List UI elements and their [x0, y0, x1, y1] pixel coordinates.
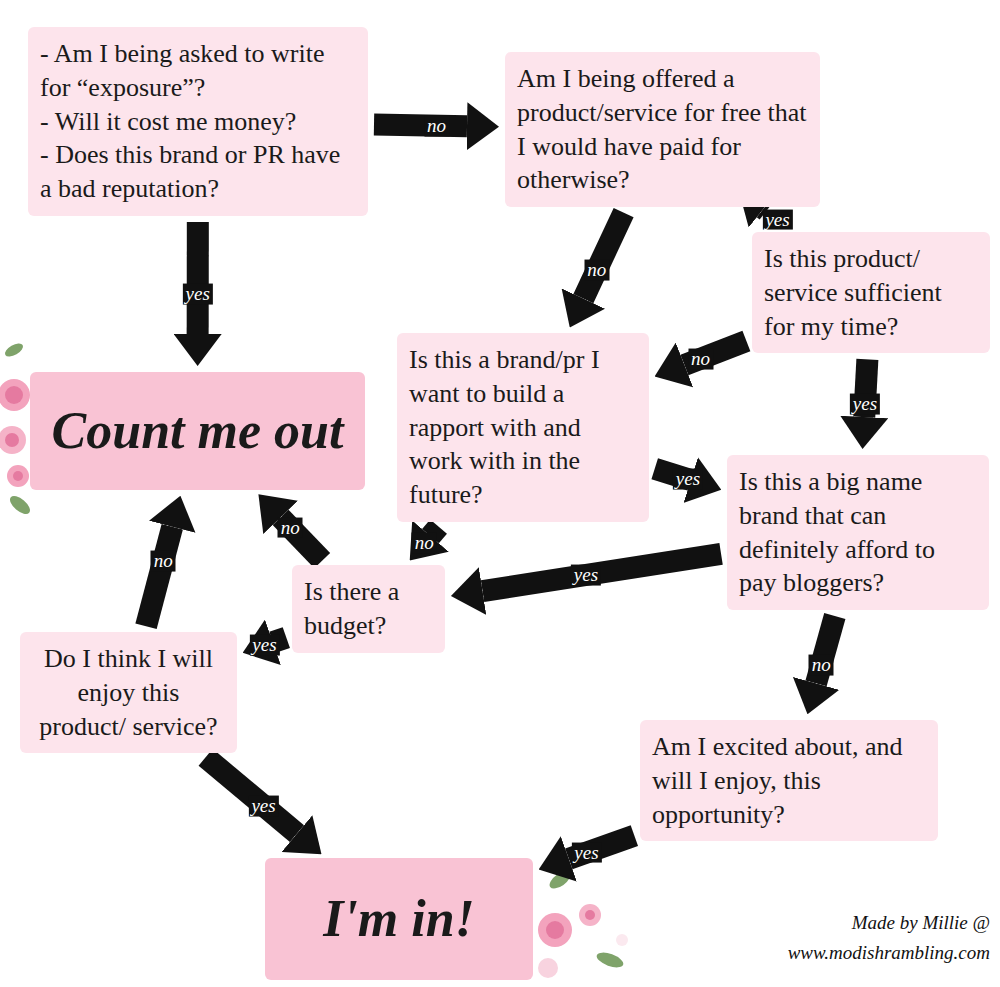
question-text: Do I think I will enjoy this product/ se… [32, 642, 225, 743]
block-arrow [374, 125, 467, 127]
rose-cluster [538, 868, 628, 978]
arrow-label: yes [673, 469, 703, 490]
rose-cluster [0, 341, 33, 518]
arrow-label: yes [249, 635, 279, 656]
arrow-label: yes [571, 842, 601, 863]
arrow-label: no [584, 260, 609, 281]
arrow-label: yes [850, 394, 880, 415]
question-box: - Am I being asked to write for “exposur… [28, 27, 368, 216]
question-text: Am I being offered a product/service for… [517, 62, 808, 197]
question-box: Do I think I will enjoy this product/ se… [20, 632, 237, 753]
question-box: Am I excited about, and will I enjoy, th… [640, 720, 938, 841]
block-arrow [206, 757, 297, 833]
question-box: Is this product/ service sufficient for … [752, 232, 990, 353]
credit-text: Made by Millie @ [852, 912, 990, 934]
outcome-text: Count me out [52, 402, 344, 459]
arrow-label: yes [183, 284, 213, 305]
arrow-label: no [688, 348, 713, 369]
arrow-label: no [412, 533, 437, 554]
arrow-label: yes [762, 209, 792, 230]
question-text: Is this product/ service sufficient for … [764, 242, 978, 343]
question-text: Is this a big name brand that can defini… [739, 465, 977, 600]
block-arrow [187, 222, 209, 334]
arrow-label: no [809, 655, 834, 676]
question-text: - Will it cost me money? [40, 105, 356, 139]
credit-text: www.modishrambling.com [788, 942, 990, 964]
question-text: Am I excited about, and will I enjoy, th… [652, 730, 926, 831]
block-arrow [146, 527, 172, 626]
question-box: Is there a budget? [292, 565, 445, 653]
arrow-label: yes [248, 795, 278, 816]
outcome-text: I'm in! [323, 890, 475, 947]
question-box: Is this a brand/pr I want to build a rap… [397, 333, 649, 522]
arrow-label: no [278, 517, 303, 538]
arrow-label: yes [571, 564, 601, 585]
block-arrow [483, 554, 722, 591]
block-arrow [583, 213, 623, 299]
arrow-label: no [151, 551, 176, 572]
question-box: Is this a big name brand that can defini… [727, 455, 989, 610]
arrow-label: no [424, 115, 449, 136]
outcome-box: I'm in! [265, 858, 533, 980]
question-text: - Does this brand or PR have a bad reput… [40, 138, 356, 206]
question-text: Is this a brand/pr I want to build a rap… [409, 343, 637, 512]
question-text: - Am I being asked to write for “exposur… [40, 37, 356, 105]
question-box: Am I being offered a product/service for… [505, 52, 820, 207]
question-text: Is there a budget? [304, 575, 433, 643]
outcome-box: Count me out [30, 372, 365, 490]
